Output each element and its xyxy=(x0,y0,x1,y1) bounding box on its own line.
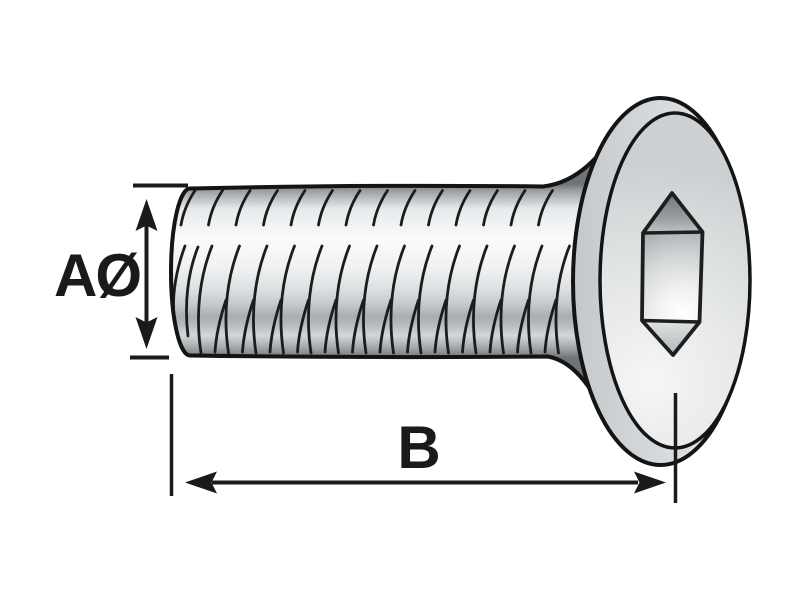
screw-shank xyxy=(169,115,625,430)
arrow-down-icon xyxy=(135,317,158,349)
diameter-label: AØ xyxy=(54,242,140,309)
length-dimension: B xyxy=(169,374,678,503)
socket-lower-edge xyxy=(641,318,700,324)
socket-floor xyxy=(642,232,703,322)
diameter-dimension: AØ xyxy=(54,183,188,360)
socket-hex-outline xyxy=(640,191,705,357)
socket-top-wall xyxy=(643,193,703,233)
shank-tip-outline xyxy=(169,186,192,358)
arrow-left-icon xyxy=(185,471,217,494)
shank-top-outline xyxy=(188,115,625,191)
length-label: B xyxy=(397,414,438,481)
screw-head xyxy=(571,96,752,467)
thread-lines xyxy=(172,189,571,355)
socket-bottom-wall xyxy=(642,320,700,355)
screw-illustration xyxy=(169,96,752,467)
arrow-up-icon xyxy=(135,199,158,231)
socket-upper-edge xyxy=(642,230,703,235)
hex-socket xyxy=(640,191,705,357)
arrow-right-icon xyxy=(634,471,666,494)
